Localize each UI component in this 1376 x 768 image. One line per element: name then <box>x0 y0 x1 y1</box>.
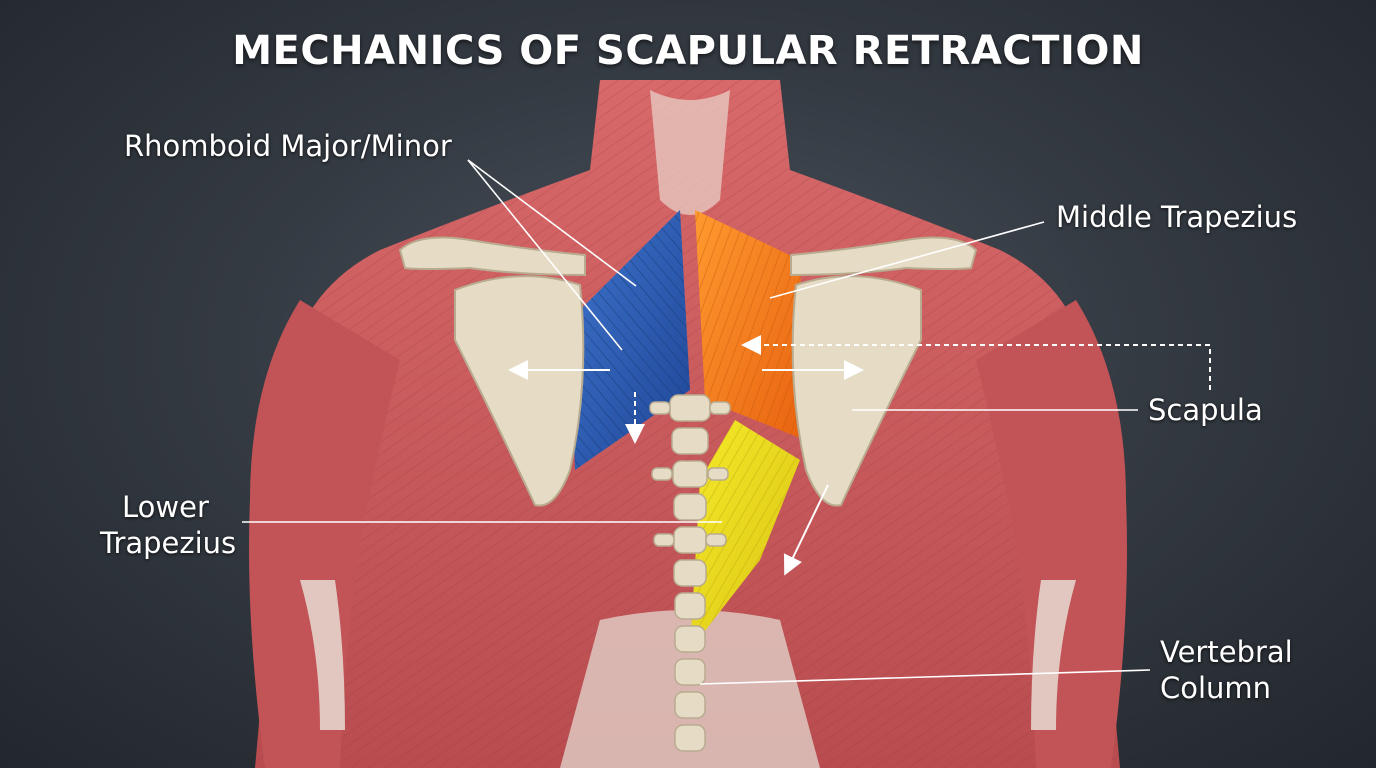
label-vertebral-line2: Column <box>1160 671 1272 705</box>
left-elbow-tendon <box>300 580 345 730</box>
label-lower-trapezius-line1: Lower <box>122 490 209 524</box>
leader-lines <box>242 159 1151 685</box>
movement-arrows <box>508 335 1211 576</box>
scapula-dashed-arrow <box>741 335 1211 390</box>
right-elbow-tendon <box>1031 580 1076 730</box>
label-vertebral-column: Vertebral Column <box>1160 634 1293 706</box>
label-rhomboid: Rhomboid Major/Minor <box>124 128 452 164</box>
right-clavicle <box>790 236 978 277</box>
rhomboid-leader-2 <box>467 159 623 351</box>
diagram-title: MECHANICS OF SCAPULAR RETRACTION <box>232 28 1144 74</box>
neck-tendon <box>650 90 730 215</box>
label-lower-trapezius-line2: Trapezius <box>100 526 237 560</box>
label-middle-trapezius: Middle Trapezius <box>1056 199 1297 235</box>
vertebral-column <box>649 394 731 752</box>
lumbar-fascia <box>560 610 820 768</box>
middle-trapezius-fibers <box>695 210 805 440</box>
middle-trapezius-leader <box>769 221 1045 299</box>
rhomboid-leader-1 <box>467 159 637 287</box>
label-rhomboid-text: Rhomboid Major/Minor <box>124 129 452 163</box>
left-scapula <box>454 275 585 507</box>
right-scapula <box>791 275 922 507</box>
vertebral-leader <box>699 669 1151 685</box>
label-lower-trapezius: Lower Trapezius <box>100 489 236 561</box>
right-arm <box>976 300 1127 768</box>
label-vertebral-line1: Vertebral <box>1160 635 1293 669</box>
left-arm <box>249 300 400 768</box>
label-scapula: Scapula <box>1148 392 1263 428</box>
scapula-depression-arrow <box>783 484 829 576</box>
label-middle-trapezius-text: Middle Trapezius <box>1056 200 1298 234</box>
left-clavicle <box>398 236 586 277</box>
label-scapula-text: Scapula <box>1148 393 1263 427</box>
